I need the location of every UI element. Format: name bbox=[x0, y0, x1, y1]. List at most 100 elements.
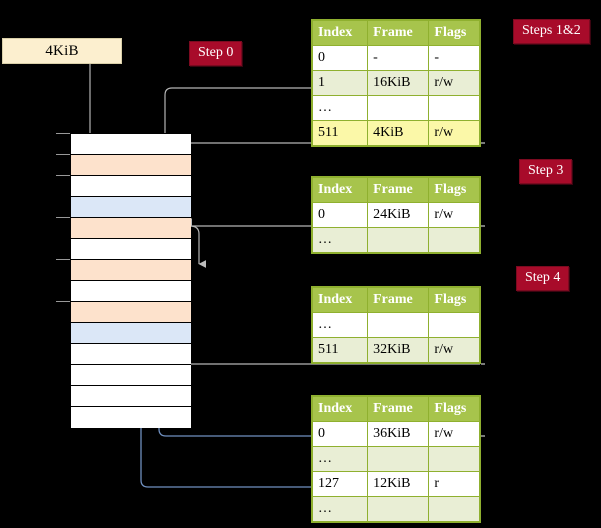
conn-tbl2-row0-rail bbox=[189, 225, 206, 268]
column-header-index: Index bbox=[311, 20, 369, 46]
cell-index: 511 bbox=[311, 337, 369, 363]
memory-frame-7 bbox=[71, 281, 191, 302]
memory-frame-0 bbox=[71, 134, 191, 155]
memory-frame-2 bbox=[71, 176, 191, 197]
memory-tick-6 bbox=[56, 259, 70, 260]
cell-flags bbox=[428, 227, 480, 253]
memory-frame-11 bbox=[71, 365, 191, 386]
virtual-page-box: 4KiB bbox=[2, 38, 122, 64]
cell-flags bbox=[428, 446, 480, 472]
column-header-index: Index bbox=[311, 287, 369, 313]
cell-index: … bbox=[311, 496, 369, 522]
badge-step-3: Step 3 bbox=[519, 159, 573, 184]
cell-index: 0 bbox=[311, 421, 369, 447]
cell-frame bbox=[367, 312, 430, 338]
cell-frame: 12KiB bbox=[367, 471, 430, 497]
cell-index: … bbox=[311, 312, 369, 338]
cell-frame bbox=[367, 95, 430, 121]
cell-flags: r/w bbox=[428, 120, 480, 146]
cell-frame: 4KiB bbox=[367, 120, 430, 146]
memory-tick-1 bbox=[56, 154, 70, 155]
badge-step-0: Step 0 bbox=[189, 41, 243, 66]
column-header-flags: Flags bbox=[428, 20, 480, 46]
table-row: 0-- bbox=[311, 45, 480, 71]
memory-frame-10 bbox=[71, 344, 191, 365]
cell-frame: 16KiB bbox=[367, 70, 430, 96]
cell-index: 127 bbox=[311, 471, 369, 497]
column-header-flags: Flags bbox=[428, 177, 480, 203]
cell-index: 0 bbox=[311, 202, 369, 228]
column-header-frame: Frame bbox=[367, 20, 430, 46]
cell-flags: r/w bbox=[428, 337, 480, 363]
cell-index: … bbox=[311, 446, 369, 472]
memory-frame-3 bbox=[71, 197, 191, 218]
cell-flags bbox=[428, 95, 480, 121]
cell-flags bbox=[428, 496, 480, 522]
table-row: … bbox=[311, 227, 480, 253]
cell-flags: r/w bbox=[428, 202, 480, 228]
cell-frame: 36KiB bbox=[367, 421, 430, 447]
cell-flags: r/w bbox=[428, 421, 480, 447]
cell-frame bbox=[367, 496, 430, 522]
memory-frame-5 bbox=[71, 239, 191, 260]
cell-frame: - bbox=[367, 45, 430, 71]
cell-flags: r bbox=[428, 471, 480, 497]
cell-index: … bbox=[311, 227, 369, 253]
table-row: … bbox=[311, 496, 480, 522]
memory-frame-9 bbox=[71, 323, 191, 344]
badge-step-4: Step 4 bbox=[516, 266, 570, 291]
cell-frame bbox=[367, 227, 430, 253]
column-header-frame: Frame bbox=[367, 177, 430, 203]
memory-tick-2 bbox=[56, 175, 70, 176]
cell-index: 511 bbox=[311, 120, 369, 146]
badge-steps-1-and-2: Steps 1&2 bbox=[513, 19, 590, 44]
column-header-flags: Flags bbox=[428, 396, 480, 422]
cell-index: … bbox=[311, 95, 369, 121]
virtual-page-label: 4KiB bbox=[45, 42, 79, 59]
table-row: … bbox=[311, 312, 480, 338]
table-row: … bbox=[311, 446, 480, 472]
cell-index: 1 bbox=[311, 70, 369, 96]
table-row: … bbox=[311, 95, 480, 121]
memory-frame-1 bbox=[71, 155, 191, 176]
column-header-flags: Flags bbox=[428, 287, 480, 313]
memory-tick-4 bbox=[56, 217, 70, 218]
column-header-index: Index bbox=[311, 177, 369, 203]
memory-frame-13 bbox=[71, 407, 191, 428]
cell-frame bbox=[367, 446, 430, 472]
memory-frame-8 bbox=[71, 302, 191, 323]
memory-frame-6 bbox=[71, 260, 191, 281]
column-header-index: Index bbox=[311, 396, 369, 422]
memory-tick-0 bbox=[56, 133, 70, 134]
table-edge-stubs bbox=[481, 142, 485, 437]
cell-flags: r/w bbox=[428, 70, 480, 96]
cell-index: 0 bbox=[311, 45, 369, 71]
cell-frame: 32KiB bbox=[367, 337, 430, 363]
column-header-frame: Frame bbox=[367, 287, 430, 313]
cell-flags bbox=[428, 312, 480, 338]
cell-frame: 24KiB bbox=[367, 202, 430, 228]
memory-tick-8 bbox=[56, 301, 70, 302]
cell-flags: - bbox=[428, 45, 480, 71]
column-header-frame: Frame bbox=[367, 396, 430, 422]
memory-frame-4 bbox=[71, 218, 191, 239]
physical-memory-column bbox=[70, 133, 191, 428]
